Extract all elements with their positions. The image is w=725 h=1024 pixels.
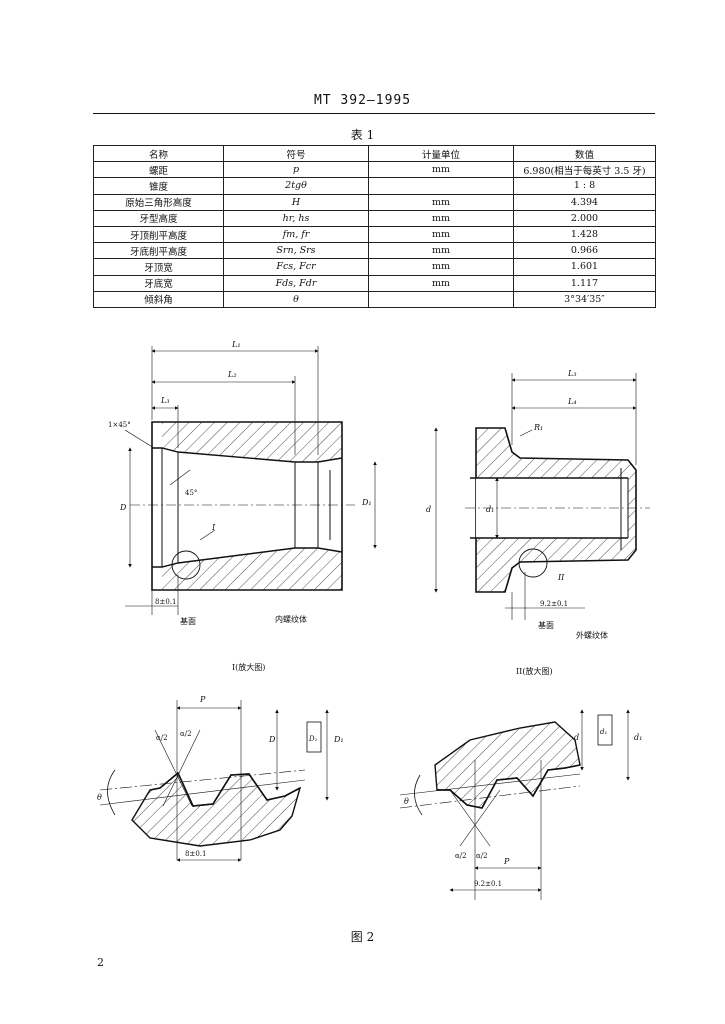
dim-d: d — [426, 505, 431, 514]
dim-L4-right: L₄ — [567, 397, 577, 406]
detail-II-base-dim: 9.2±0.1 — [474, 880, 502, 888]
dim-D: D — [119, 503, 127, 512]
dim-base-8: 8±0.1 — [155, 598, 176, 606]
base-label-left: 基面 — [180, 616, 196, 626]
detail-I-Dt: D₁ — [308, 735, 318, 743]
detail-I-pitch: P — [199, 695, 206, 704]
base-label-right: 基面 — [538, 620, 554, 630]
internal-thread-body-drawing: L₁ L₂ L₃ 1×45° 45° D D₁ I 8±0.1 基面 内螺纹体 — [108, 340, 377, 626]
dim-angle-45: 45° — [185, 489, 197, 497]
dim-base-9-2: 9.2±0.1 — [540, 600, 568, 608]
detail-I-caption: I(放大图) — [232, 662, 265, 672]
row-value: 3°34′35″ — [513, 290, 656, 308]
dim-R1: R₁ — [533, 423, 543, 432]
dim-L1-left: L₁ — [231, 340, 241, 349]
page-number: 2 — [97, 956, 104, 969]
detail-II-d1: d₁ — [634, 733, 642, 742]
detail-II-half-angle-1: α/2 — [455, 852, 467, 860]
dim-D1: D₁ — [361, 498, 372, 507]
internal-thread-caption: 内螺纹体 — [275, 614, 307, 624]
header-rule — [93, 113, 655, 114]
dim-d1: d₁ — [486, 505, 494, 514]
dim-L3-right: L₃ — [567, 369, 577, 378]
table-caption: 表 1 — [350, 128, 375, 142]
row-symbol: θ — [223, 290, 369, 308]
detail-II-half-angle-2: α/2 — [476, 852, 488, 860]
detail-I-theta: θ — [97, 793, 102, 802]
dim-L2-left: L₂ — [227, 370, 237, 379]
detail-I-base-dim: 8±0.1 — [185, 850, 206, 858]
detail-I-enlarged-view: P α/2 α/2 θ D D₁ D₁ 8±0.1 — [97, 695, 344, 862]
detail-I-D: D — [268, 735, 276, 744]
detail-I-half-angle-1: α/2 — [156, 734, 168, 742]
figure-caption: 图 2 — [350, 930, 375, 944]
detail-ref-I: I — [211, 523, 216, 532]
external-thread-caption: 外螺纹体 — [576, 630, 608, 640]
detail-II-pitch: P — [503, 857, 510, 866]
detail-I-D1: D₁ — [333, 735, 344, 744]
detail-II-dt: d₁ — [600, 728, 607, 736]
dim-L3-left: L₃ — [160, 396, 170, 405]
external-thread-body-drawing: L₃ L₄ R₁ d d₁ II 9.2±0.1 基面 外螺纹体 — [426, 369, 650, 640]
detail-ref-II: II — [557, 573, 565, 582]
detail-II-enlarged-view: P α/2 α/2 θ d d₁ d₁ 9.2±0.1 — [399, 709, 642, 900]
detail-II-theta: θ — [404, 797, 409, 806]
document-code: MT 392—1995 — [313, 93, 412, 108]
detail-I-half-angle-2: α/2 — [180, 730, 192, 738]
dim-chamfer: 1×45° — [108, 421, 131, 429]
detail-II-caption: II(放大图) — [516, 666, 553, 676]
detail-II-d: d — [574, 733, 579, 742]
